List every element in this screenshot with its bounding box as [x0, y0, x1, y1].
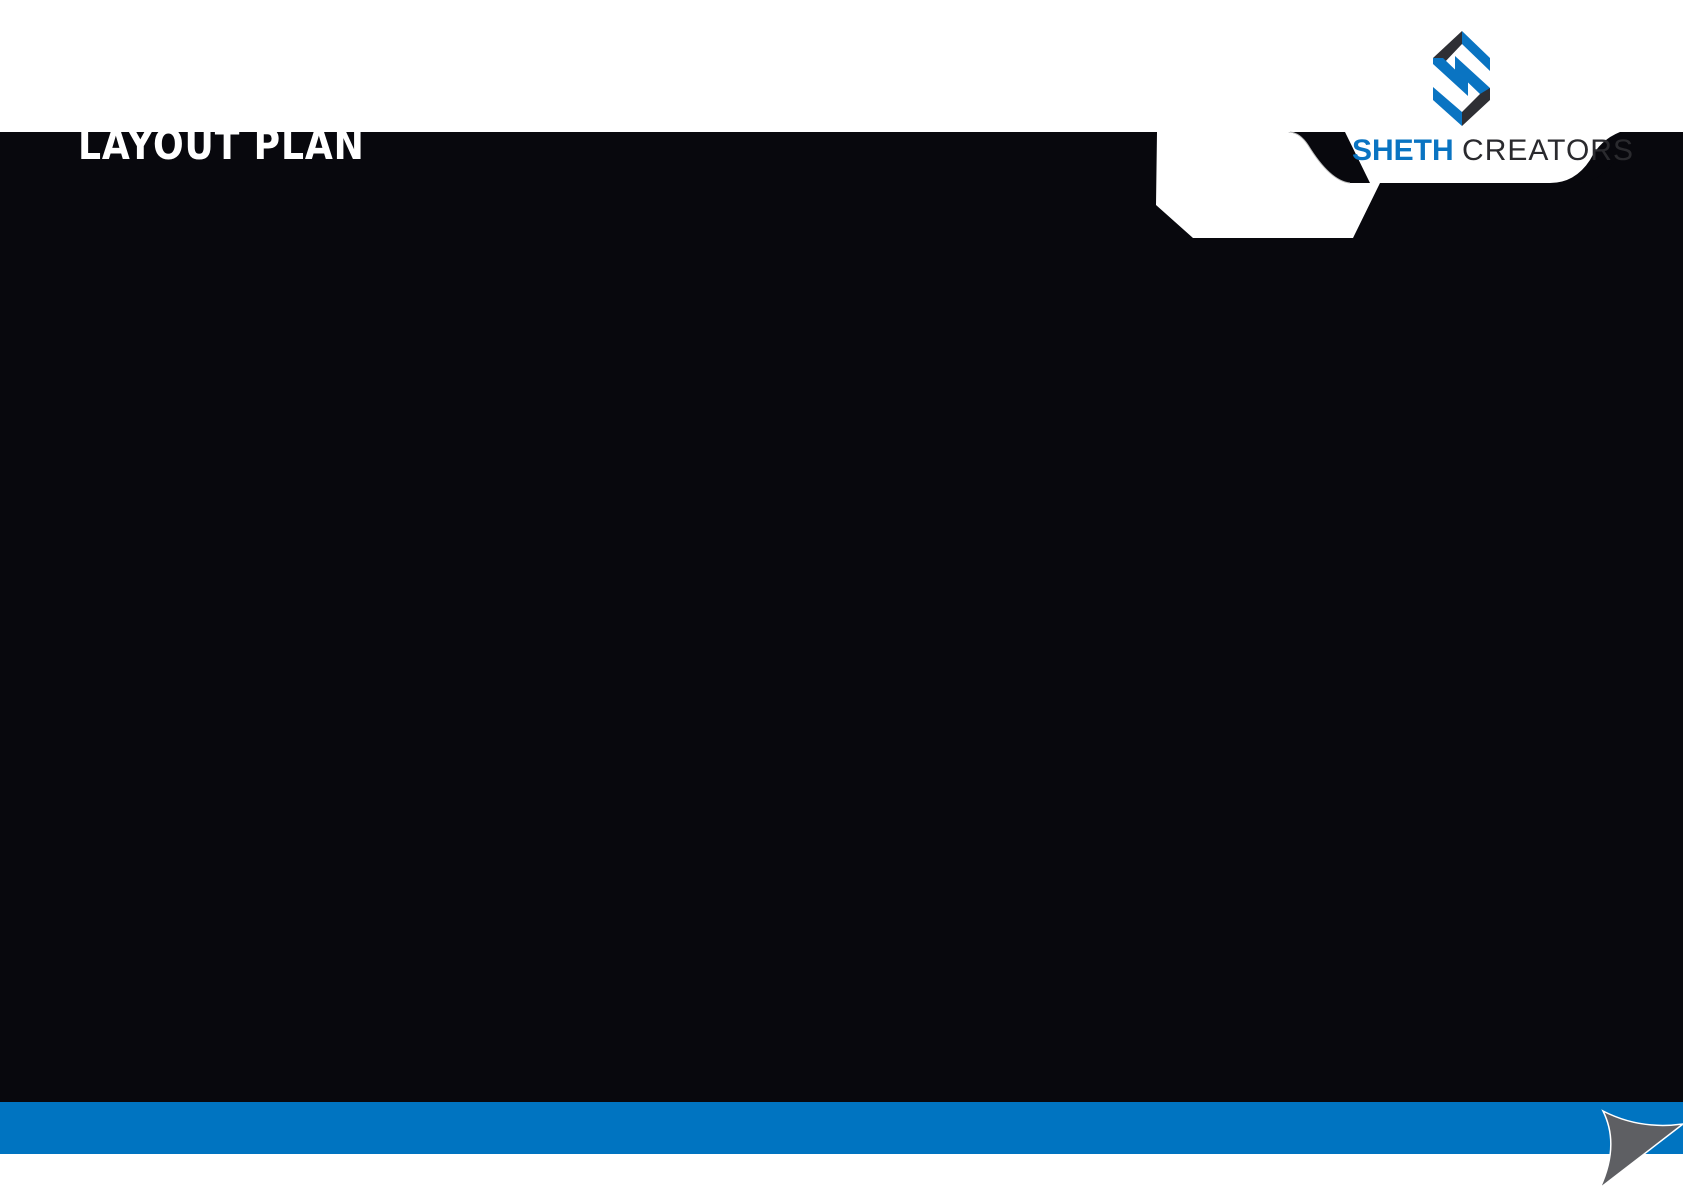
- page-curl-icon: [1599, 1109, 1683, 1189]
- brand-name-primary: SHETH: [1352, 134, 1454, 167]
- brand-wordmark: SHETH CREATORS: [1352, 136, 1634, 166]
- logo-mark-icon: [1433, 31, 1490, 126]
- white-header-curve: [1345, 132, 1620, 183]
- brand-name-secondary: CREATORS: [1462, 134, 1634, 167]
- white-tab-shape: [1156, 132, 1380, 238]
- blue-footer-band: [0, 1102, 1683, 1154]
- page-title: LAYOUT PLAN: [78, 120, 365, 169]
- dark-panel: [0, 132, 1683, 1102]
